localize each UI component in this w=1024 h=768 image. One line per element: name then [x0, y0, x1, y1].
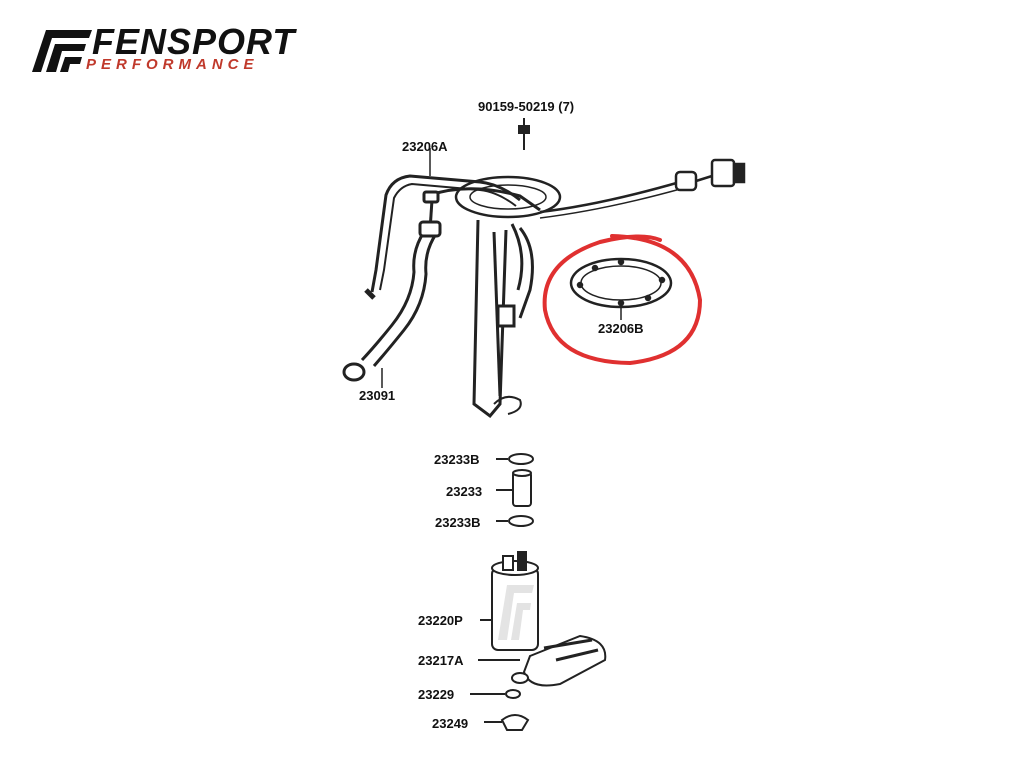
- label-clip: 23249: [432, 716, 469, 731]
- label-clamp-bottom: 23233B: [435, 515, 481, 530]
- label-tube: 23206A: [402, 139, 448, 154]
- brand-name: FENSPORT: [92, 21, 296, 62]
- clamp-top-part: [496, 453, 534, 465]
- label-clamp-top: 23233B: [434, 452, 480, 467]
- fuel-filter-part: [478, 634, 607, 687]
- fuel-hose-part: [342, 190, 442, 382]
- brand-tagline: PERFORMANCE: [86, 56, 259, 73]
- pump-bracket-arm: [472, 219, 534, 419]
- clamp-bottom-part: [496, 515, 534, 527]
- wire-harness: [539, 158, 746, 219]
- pump-bracket-plate: [454, 175, 562, 219]
- label-pump: 23220P: [418, 613, 463, 628]
- clip-part: [484, 714, 530, 731]
- short-hose-part: [496, 469, 532, 507]
- label-washer: 23229: [418, 687, 455, 702]
- fensport-logo-mark: [32, 30, 92, 72]
- label-bolt: 90159-50219 (7): [478, 99, 575, 114]
- label-short-hose: 23233: [446, 484, 483, 499]
- watermark-logo: [498, 585, 534, 640]
- fuel-tube-part: [364, 174, 541, 300]
- bolt-part: [518, 118, 530, 150]
- gasket-part: [569, 257, 673, 320]
- label-filter: 23217A: [418, 653, 464, 668]
- highlight-circle: [542, 234, 703, 366]
- label-gasket: 23206B: [598, 321, 644, 336]
- label-hose: 23091: [359, 388, 396, 403]
- washer-part: [470, 689, 521, 699]
